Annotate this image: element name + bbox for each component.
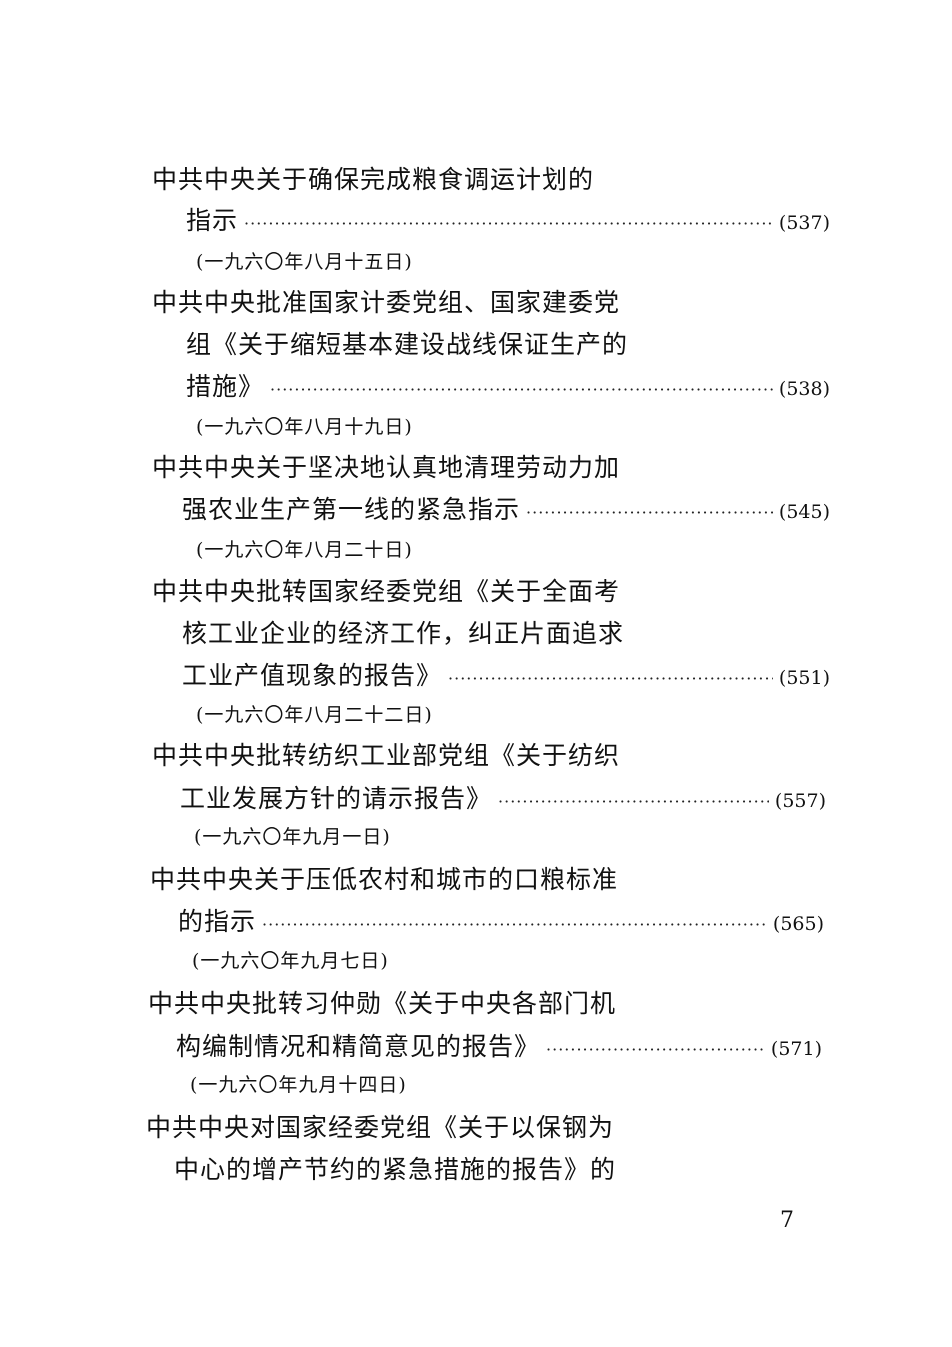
page-number: (537): [778, 212, 830, 234]
toc-entry-title: 中共中央批转国家经委党组《关于全面考: [152, 577, 621, 606]
toc-entry-title: 中共中央批转习仲勋《关于中央各部门机: [148, 989, 617, 1018]
toc-entry-date: (一九六〇年八月二十日): [196, 539, 413, 561]
toc-entry-text: 措施》: [186, 372, 265, 401]
toc-entry-last-line: 强农业生产第一线的紧急指示 (545): [182, 490, 830, 530]
toc-entry-text: 指示: [186, 206, 239, 235]
toc-entry-date: (一九六〇年九月七日): [192, 950, 389, 972]
toc-entry-date: (一九六〇年八月十九日): [196, 416, 413, 438]
dot-leader: [526, 493, 773, 533]
toc-entry-date: (一九六〇年九月一日): [194, 826, 391, 848]
toc-entry-title: 组《关于缩短基本建设战线保证生产的: [186, 330, 629, 359]
toc-entry-title: 核工业企业的经济工作，纠正片面追求: [182, 619, 625, 648]
dot-leader: [262, 905, 767, 945]
toc-entry-last-line: 措施》 (538): [186, 367, 830, 407]
page-number: (571): [770, 1038, 822, 1060]
page-number: (565): [772, 913, 824, 935]
toc-entry-text: 工业发展方针的请示报告》: [180, 784, 493, 813]
toc-entry-date: (一九六〇年八月二十二日): [196, 704, 433, 726]
dot-leader: [244, 204, 773, 244]
dot-leader: [498, 782, 769, 822]
toc-entry-title: 中共中央批转纺织工业部党组《关于纺织: [152, 741, 621, 770]
dot-leader: [448, 659, 773, 699]
dot-leader: [546, 1030, 765, 1070]
toc-entry-title: 中共中央关于坚决地认真地清理劳动力加: [152, 453, 621, 482]
page-number: (545): [778, 501, 830, 523]
page-number: (538): [778, 378, 830, 400]
toc-entry-text: 的指示: [178, 907, 257, 936]
toc-entry-title: 中共中央对国家经委党组《关于以保钢为: [146, 1113, 615, 1142]
toc-entry-title: 中共中央批准国家计委党组、国家建委党: [152, 288, 621, 317]
page-number: (557): [774, 790, 826, 812]
toc-entry-date: (一九六〇年八月十五日): [196, 251, 413, 273]
toc-entry-last-line: 构编制情况和精简意见的报告》 (571): [176, 1027, 822, 1067]
toc-entry-last-line: 指示 (537): [186, 201, 830, 241]
toc-entry-title: 中共中央关于确保完成粮食调运计划的: [152, 165, 595, 194]
page-folio: 7: [780, 1208, 794, 1233]
toc-entry-text: 强农业生产第一线的紧急指示: [182, 495, 521, 524]
page-number: (551): [778, 667, 830, 689]
dot-leader: [270, 370, 773, 410]
toc-entry-text: 构编制情况和精简意见的报告》: [176, 1032, 541, 1061]
toc-entry-last-line: 工业发展方针的请示报告》 (557): [180, 779, 826, 819]
toc-entry-title: 中心的增产节约的紧急措施的报告》的: [174, 1155, 617, 1184]
toc-entry-title: 中共中央关于压低农村和城市的口粮标准: [150, 865, 619, 894]
toc-entry-last-line: 工业产值现象的报告》 (551): [182, 656, 830, 696]
toc-entry-date: (一九六〇年九月十四日): [190, 1074, 407, 1096]
toc-entry-text: 工业产值现象的报告》: [182, 661, 443, 690]
toc-entry-last-line: 的指示 (565): [178, 902, 824, 942]
